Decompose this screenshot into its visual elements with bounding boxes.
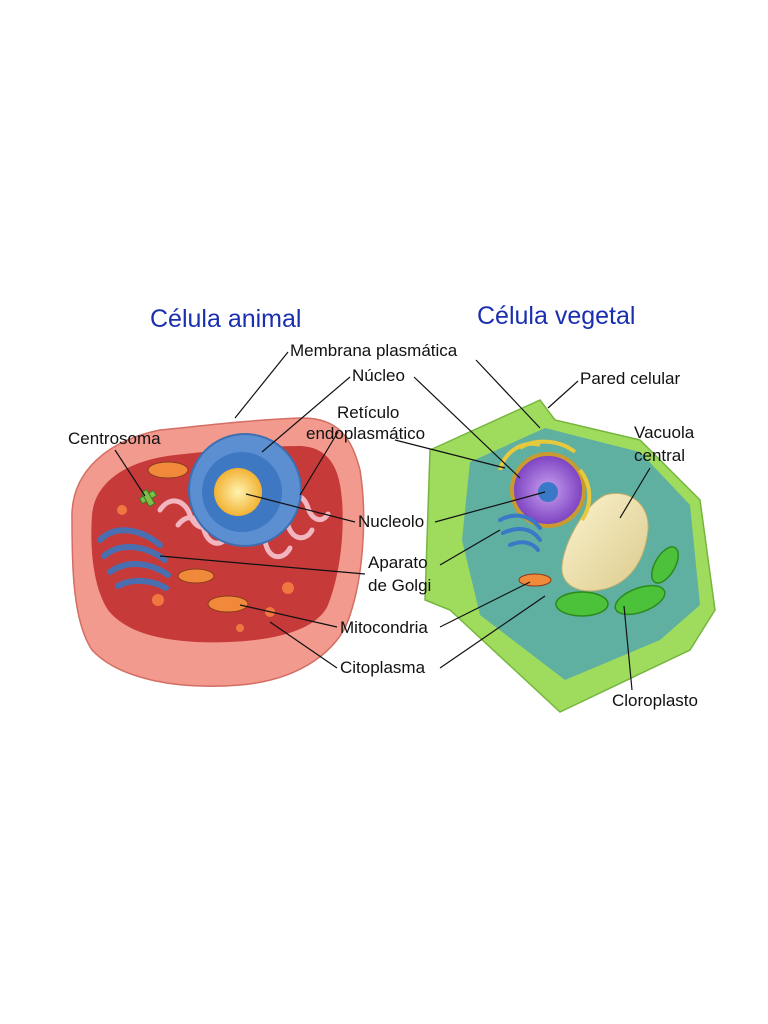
plant-mitochondria-shape: [519, 574, 551, 586]
label-reticulo-1: Retículo: [337, 403, 399, 422]
label-vacuola-2: central: [634, 446, 685, 465]
label-membrana-plasmatica: Membrana plasmática: [290, 341, 458, 360]
label-pared-celular: Pared celular: [580, 369, 681, 388]
label-golgi-2: de Golgi: [368, 576, 431, 595]
label-golgi-1: Aparato: [368, 553, 428, 572]
leader-pared: [548, 381, 578, 408]
animal-nucleolus-shape: [214, 468, 262, 516]
label-reticulo-2: endoplasmático: [306, 424, 425, 443]
title-animal: Célula animal: [150, 305, 301, 333]
label-mitocondria: Mitocondria: [340, 618, 428, 637]
title-plant: Célula vegetal: [477, 302, 635, 330]
plant-nucleolus-shape: [538, 482, 558, 502]
label-cloroplasto: Cloroplasto: [612, 691, 698, 710]
label-centrosoma: Centrosoma: [68, 429, 161, 448]
label-citoplasma: Citoplasma: [340, 658, 426, 677]
label-nucleolo: Nucleolo: [358, 512, 424, 531]
label-vacuola-1: Vacuola: [634, 423, 695, 442]
label-nucleo: Núcleo: [352, 366, 405, 385]
animal-cell: [72, 418, 364, 686]
leader-membrana-animal: [235, 352, 288, 418]
